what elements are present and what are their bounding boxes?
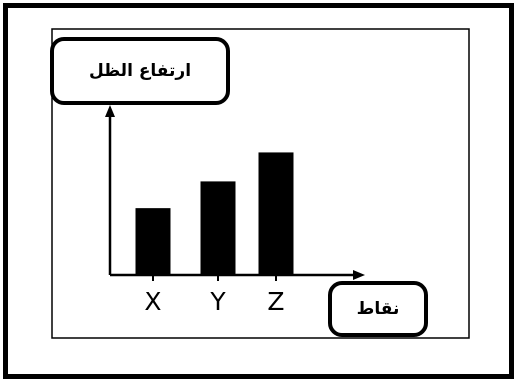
plot-frame <box>51 28 470 339</box>
bar-z <box>258 152 294 275</box>
x-tick-label-x: X <box>144 287 161 316</box>
x-axis-label: نقاط <box>328 281 428 337</box>
bar-y <box>200 181 236 275</box>
y-axis-arrow <box>105 105 115 117</box>
tick-labels-group: X Y Z <box>144 287 284 316</box>
bar-x <box>135 208 171 275</box>
bars-group <box>135 152 294 275</box>
x-tick-label-z: Z <box>267 287 284 316</box>
x-axis-arrow <box>353 270 365 280</box>
x-tick-label-y: Y <box>209 287 226 316</box>
y-axis-label: ارتفاع الظل <box>50 37 230 105</box>
